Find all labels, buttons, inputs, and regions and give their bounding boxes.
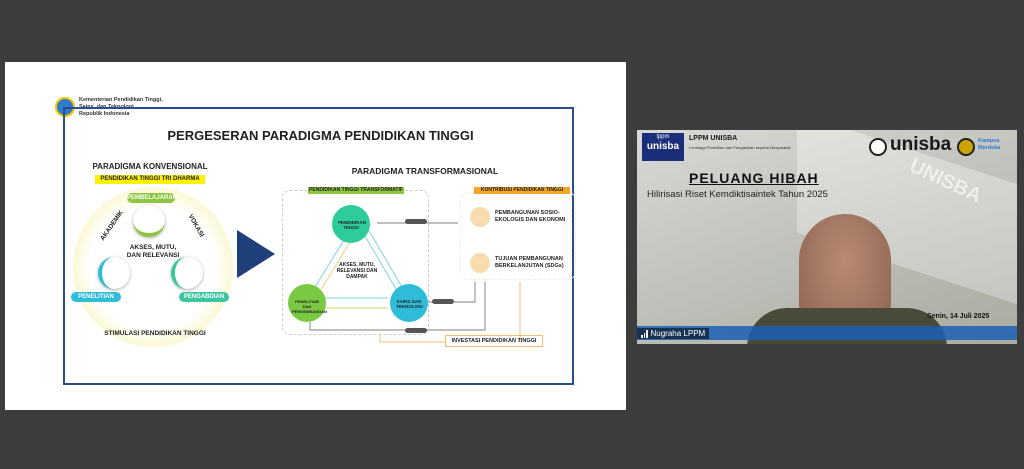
learning-icon (133, 205, 165, 237)
node-pendidikan-tinggi: PENDIDIKAN TINGGI (332, 205, 370, 243)
transformative-label: PENDIDIKAN TINGGI TRANSFORMATIF (308, 187, 404, 194)
label-pembelajaran: PEMBELAJARAN (127, 193, 178, 203)
signal-bars-icon (641, 329, 648, 338)
unisba-emblem-icon (869, 138, 887, 156)
participant-name-tag: Nugraha LPPM (637, 328, 710, 339)
flow-arrows (309, 221, 521, 343)
node-sains: SAINS DAN TEKNOLOGI (390, 284, 428, 322)
seal-icon (957, 138, 975, 156)
slide-title: PERGESERAN PARADIGMA PENDIDIKAN TINGGI (167, 128, 474, 143)
kampus-merdeka-logo: Kampus Merdeka (978, 138, 1001, 151)
transformational-heading: PARADIGMA TRANSFORMASIONAL (351, 166, 499, 176)
ecology-icon (470, 207, 490, 227)
slide-frame (63, 107, 574, 385)
node-label: PENDIDIKAN TINGGI (338, 220, 367, 230)
label-pill (405, 328, 427, 333)
research-icon (98, 257, 130, 289)
shared-slide: Kementerian Pendidikan Tinggi, Sains, da… (5, 62, 626, 410)
headline: PELUANG HIBAH (689, 170, 819, 186)
investment-box: INVESTASI PENDIDIKAN TINGGI (445, 335, 543, 347)
org-name: LPPM UNISBA (689, 135, 738, 142)
label-pill (405, 219, 427, 224)
logo-text: unisba (646, 141, 680, 152)
participant-name: Nugraha LPPM (650, 329, 706, 338)
headline-subtitle: Hilirisasi Riset Kemdiktisaintek Tahun 2… (647, 189, 828, 200)
conventional-footer: STIMULASI PENDIDIKAN TINGGI (104, 330, 206, 337)
conventional-subheading: PENDIDIKAN TINGGI TRI DHARMA (95, 175, 205, 184)
contribution-label: KONTRIBUSI PENDIDIKAN TINGGI (474, 187, 570, 194)
org-subtitle: Lembaga Penelitian dan Pengabdian kepada… (689, 145, 791, 150)
bottom-banner (637, 326, 1017, 340)
ministry-line: Kementerian Pendidikan Tinggi, (79, 97, 163, 103)
unisba-brand: unisba (890, 134, 952, 155)
ministry-line: Republik Indonesia (79, 111, 130, 117)
node-label: SAINS DAN TEKNOLOGI (396, 299, 423, 309)
conventional-center: AKSES, MUTU, DAN RELEVANSI (126, 244, 180, 259)
contribution-1: PEMBANGUNAN SOSIO-EKOLOGIS DAN EKONOMI (495, 210, 566, 223)
transition-arrow-icon (237, 230, 275, 278)
node-label: PENELITIAN DAN PENGEMBANGAN (292, 299, 327, 314)
node-penelitian: PENELITIAN DAN PENGEMBANGAN (288, 284, 327, 322)
contribution-2: TUJUAN PEMBANGUNAN BERKELANJUTAN (SDGs) (495, 256, 564, 269)
date-label: Senin, 14 Juli 2025 (927, 313, 990, 320)
conventional-heading: PARADIGMA KONVENSIONAL (92, 162, 208, 171)
label-pill (432, 299, 454, 304)
label-pengabdian: PENGABDIAN (179, 292, 229, 302)
transformational-center: AKSES, MUTU, RELEVANSI DAN DAMPAK (336, 262, 378, 280)
label-penelitian: PENELITIAN (71, 292, 121, 302)
service-icon (171, 257, 203, 289)
sdg-icon (470, 253, 490, 273)
logo-text: lppm (656, 134, 670, 140)
